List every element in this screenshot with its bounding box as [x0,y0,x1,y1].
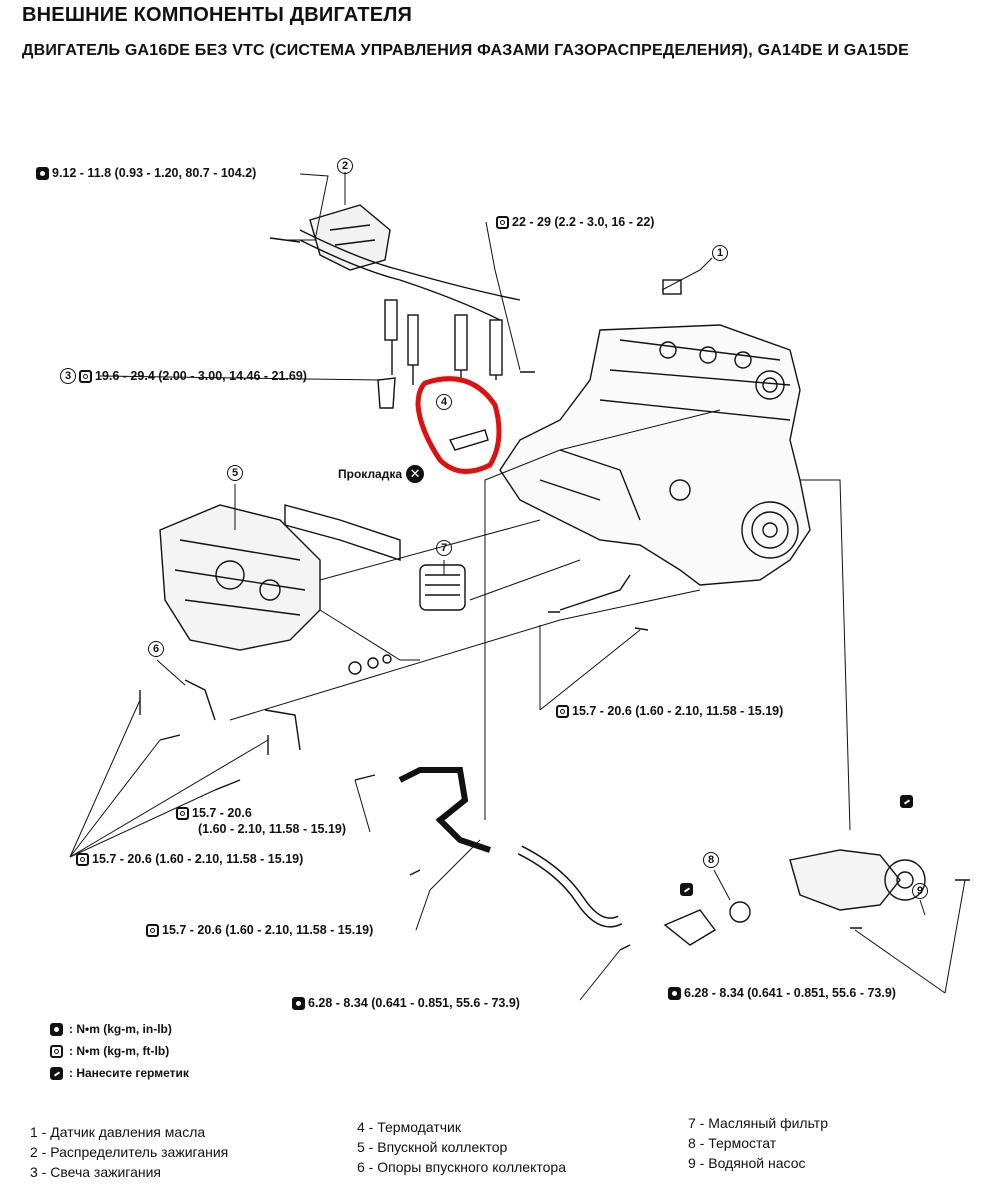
parts-list-item: 1 - Датчик давления масла [30,1124,206,1140]
callout-3: 3 [60,368,76,384]
parts-list-item: 6 - Опоры впускного коллектора [357,1159,566,1175]
callout-4: 4 [436,394,452,410]
sealant-icon [50,1066,63,1080]
legend-item: : N•m (kg-m, in-lb) [50,1018,189,1040]
page-subtitle: ДВИГАТЕЛЬ GA16DE БЕЗ VTC (СИСТЕМА УПРАВЛ… [22,42,910,59]
torque-outline-icon [146,923,159,937]
sealant-icon [680,883,693,896]
gasket-drawing [284,504,401,561]
torque-outline-icon [176,806,189,820]
parts-list-item: 2 - Распределитель зажигания [30,1144,229,1160]
torque-manifold-lower: 15.7 - 20.6 (1.60 - 2.10, 11.58 - 15.19) [76,852,303,866]
leader-lines [69,172,966,1001]
parts-list-item: 7 - Масляный фильтр [688,1115,828,1131]
distributor-drawing [269,204,521,385]
parts-list-item: 4 - Термодатчик [357,1119,461,1135]
legend: : N•m (kg-m, in-lb) : N•m (kg-m, ft-lb) … [50,1018,189,1084]
parts-list-item: 3 - Свеча зажигания [30,1164,162,1180]
highlight-circle-part-4 [415,376,502,474]
parts-list-item: 5 - Впускной коллектор [357,1139,508,1155]
bolts-drawing [139,371,970,951]
callout-5: 5 [227,465,243,481]
callout-1: 1 [712,245,728,261]
intake-manifold-drawing [159,504,321,651]
torque-oil-sensor: 22 - 29 (2.2 - 3.0, 16 - 22) [496,215,654,229]
page-title: ВНЕШНИЕ КОМПОНЕНТЫ ДВИГАТЕЛЯ [22,4,413,26]
callout-9: 9 [912,883,928,899]
callout-8: 8 [703,852,719,868]
nuts-washers-drawing [348,654,392,675]
torque-outline-icon [50,1044,63,1058]
thermostat-housing-drawing [663,909,717,946]
torque-outline-icon [496,215,509,229]
parts-list-col2: 4 - Термодатчик 5 - Впускной коллектор 6… [357,1117,566,1177]
do-not-reuse-icon: ✕ [406,465,425,483]
water-pump-drawing [789,849,926,911]
torque-filled-icon [50,1022,63,1036]
thermostat-drawing [729,901,751,923]
torque-outline-icon [79,369,92,383]
engine-block-drawing [499,324,811,586]
callout-6: 6 [148,641,164,657]
torque-water-pipe: 15.7 - 20.6 (1.60 - 2.10, 11.58 - 15.19) [146,923,373,937]
torque-filled-icon [36,166,49,180]
parts-list-item: 9 - Водяной насос [688,1155,806,1171]
callout-2: 2 [337,158,353,174]
torque-distributor: 9.12 - 11.8 (0.93 - 1.20, 80.7 - 104.2) [36,166,256,180]
torque-spark-plug: 3 19.6 - 29.4 (2.00 - 3.00, 14.46 - 21.6… [60,368,307,384]
callout-7: 7 [436,540,452,556]
parts-list-col3: 7 - Масляный фильтр 8 - Термостат 9 - Во… [688,1113,828,1173]
sealant-icon [900,795,913,808]
torque-outline-icon [76,852,89,866]
legend-item: : N•m (kg-m, ft-lb) [50,1040,189,1062]
oil-filter-drawing [419,564,466,611]
oil-sensor-drawing [662,279,682,295]
torque-manifold-bolts: 15.7 - 20.6 (1.60 - 2.10, 11.58 - 15.19) [176,806,346,836]
torque-bracket-bolts: 15.7 - 20.6 (1.60 - 2.10, 11.58 - 15.19) [556,704,783,718]
torque-thermostat-housing: 6.28 - 8.34 (0.641 - 0.851, 55.6 - 73.9) [292,996,520,1010]
torque-outline-icon [556,704,569,718]
torque-water-pump: 6.28 - 8.34 (0.641 - 0.851, 55.6 - 73.9) [668,986,896,1000]
spark-plug-drawing [377,377,396,409]
manifold-support-drawing [184,679,301,751]
torque-filled-icon [668,986,681,1000]
torque-filled-icon [292,996,305,1010]
legend-item: : Нанесите герметик [50,1062,189,1084]
gasket-label: Прокладка ✕ [338,465,425,483]
thermo-sensor-drawing [448,429,489,451]
parts-list-item: 8 - Термостат [688,1135,777,1151]
parts-list-col1: 1 - Датчик давления масла 2 - Распредели… [30,1122,228,1182]
water-pipe-drawing [398,767,491,853]
